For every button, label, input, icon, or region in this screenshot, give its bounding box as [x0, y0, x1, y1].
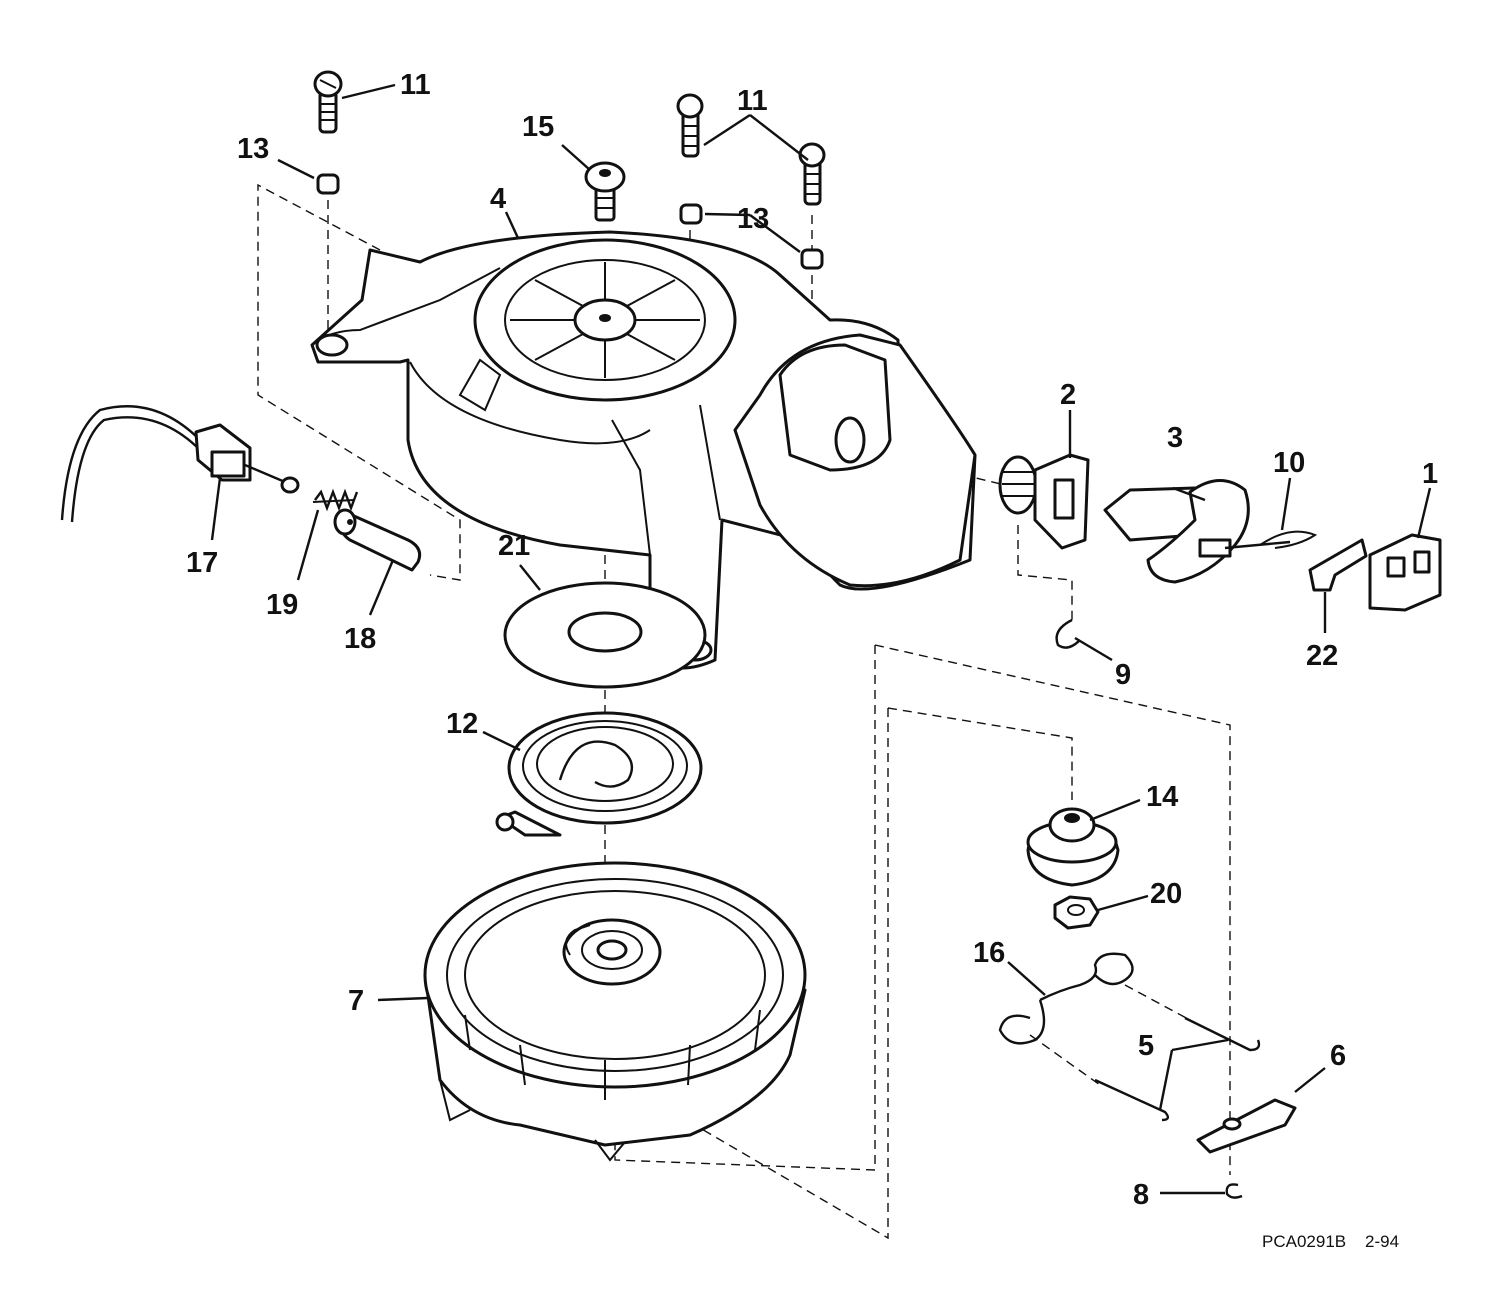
callout-4: 4 [490, 183, 506, 215]
leader-lines [210, 83, 1432, 1195]
callout-18: 18 [344, 623, 376, 655]
link-rods-5 [1094, 1016, 1261, 1122]
anchor-10 [1224, 530, 1318, 550]
figure-reference: PCA0291B 2-94 [1262, 1232, 1399, 1251]
callout-16: 16 [973, 937, 1005, 969]
callout-8: 8 [1133, 1179, 1149, 1211]
handle-insert-1 [1368, 533, 1442, 612]
friction-plate-21 [503, 581, 707, 689]
bolt-15 [584, 161, 626, 222]
callout-22: 22 [1306, 640, 1338, 672]
washer-13-left [316, 173, 340, 195]
rope-pulley-7 [423, 861, 807, 1162]
figure-code: PCA0291B [1262, 1232, 1346, 1251]
retaining-ring-9 [1055, 618, 1081, 649]
washer-13-mid [679, 203, 703, 225]
callout-11-top-left: 11 [400, 69, 431, 101]
rope-guide-2 [998, 453, 1090, 550]
callout-20: 20 [1150, 878, 1182, 910]
callout-3: 3 [1167, 422, 1183, 454]
neutral-cable-17 [60, 405, 300, 523]
figure-date: 2-94 [1365, 1232, 1399, 1251]
callout-labels: 11 13 15 11 13 4 2 3 10 1 17 19 18 21 22… [186, 69, 1438, 1211]
callout-15: 15 [522, 111, 554, 143]
callout-6: 6 [1330, 1040, 1346, 1072]
spring-19 [312, 488, 359, 512]
washer-13-right [800, 248, 824, 270]
plunger-18 [333, 508, 422, 572]
callout-1: 1 [1422, 458, 1438, 490]
cam-14 [1026, 807, 1120, 887]
pawl-6 [1196, 1098, 1297, 1154]
callout-21: 21 [498, 530, 530, 562]
rewind-spring-12 [495, 711, 703, 837]
e-clip-8 [1225, 1183, 1243, 1199]
callout-2: 2 [1060, 379, 1076, 411]
screw-11-mid [676, 93, 704, 158]
callout-10: 10 [1273, 447, 1305, 479]
callout-17: 17 [186, 547, 218, 579]
spring-link-16 [998, 952, 1134, 1045]
callout-13-left: 13 [237, 133, 269, 165]
callout-5: 5 [1138, 1030, 1154, 1062]
callout-12: 12 [446, 708, 478, 740]
starter-handle-3 [1103, 479, 1250, 584]
screw-11-left [313, 70, 343, 134]
callout-13-right: 13 [737, 203, 769, 235]
callout-14: 14 [1146, 781, 1178, 813]
clip-22 [1308, 538, 1368, 592]
callout-7: 7 [348, 985, 364, 1017]
callout-11-top-right: 11 [737, 85, 768, 117]
screw-11-right [798, 142, 826, 206]
starter-housing-4 [310, 230, 977, 670]
callout-9: 9 [1115, 659, 1131, 691]
callout-19: 19 [266, 589, 298, 621]
nut-20 [1053, 895, 1100, 930]
